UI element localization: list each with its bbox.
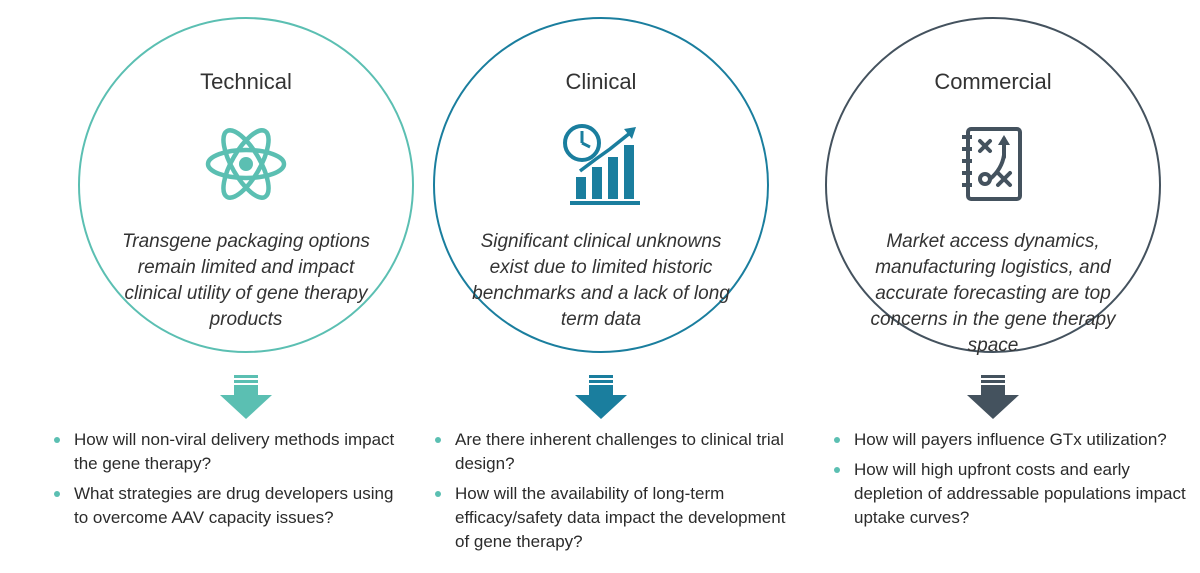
bullet-text: How will the availability of long-term e… xyxy=(455,484,786,551)
clinical-circle: Clinical Significant clinical unknowns e… xyxy=(433,17,769,353)
commercial-arrow-icon xyxy=(967,375,1019,419)
bullet-dot xyxy=(54,491,60,497)
clinical-questions: Are there inherent challenges to clinica… xyxy=(433,428,803,560)
list-item: How will payers influence GTx utilizatio… xyxy=(832,428,1200,452)
technical-title: Technical xyxy=(200,69,292,94)
commercial-questions: How will payers influence GTx utilizatio… xyxy=(832,428,1200,536)
technical-circle: Technical Transgene packaging options re… xyxy=(78,17,414,353)
bullet-text: How will payers influence GTx utilizatio… xyxy=(854,430,1167,449)
bullet-dot xyxy=(834,437,840,443)
technical-description: Transgene packaging options remain limit… xyxy=(122,231,370,330)
bullet-dot xyxy=(834,467,840,473)
commercial-description: Market access dynamics, manufacturing lo… xyxy=(870,231,1116,356)
bullet-text: How will high upfront costs and early de… xyxy=(854,460,1186,527)
atom-icon xyxy=(201,119,291,209)
clinical-arrow-icon xyxy=(575,375,627,419)
bullet-dot xyxy=(54,437,60,443)
list-item: What strategies are drug developers usin… xyxy=(52,482,412,530)
list-item: How will the availability of long-term e… xyxy=(433,482,803,554)
clinical-description: Significant clinical unknowns exist due … xyxy=(472,231,730,330)
technical-questions: How will non-viral delivery methods impa… xyxy=(52,428,412,536)
list-item: How will high upfront costs and early de… xyxy=(832,458,1200,530)
bullet-text: Are there inherent challenges to clinica… xyxy=(455,430,784,473)
commercial-title: Commercial xyxy=(934,69,1052,94)
bullet-dot xyxy=(435,437,441,443)
technical-arrow-icon xyxy=(220,375,272,419)
clock-bar-chart-icon xyxy=(556,119,646,209)
strategy-playbook-icon xyxy=(948,119,1038,209)
clinical-title: Clinical xyxy=(565,69,637,94)
column-technical: Technical Transgene packaging options re… xyxy=(40,0,430,573)
commercial-circle: Commercial xyxy=(825,17,1161,356)
bullet-text: What strategies are drug developers usin… xyxy=(74,484,394,527)
column-commercial: Commercial xyxy=(810,0,1200,573)
list-item: Are there inherent challenges to clinica… xyxy=(433,428,803,476)
bullet-dot xyxy=(435,491,441,497)
bullet-text: How will non-viral delivery methods impa… xyxy=(74,430,395,473)
list-item: How will non-viral delivery methods impa… xyxy=(52,428,412,476)
column-clinical: Clinical Significant clinical unknowns e… xyxy=(425,0,815,573)
